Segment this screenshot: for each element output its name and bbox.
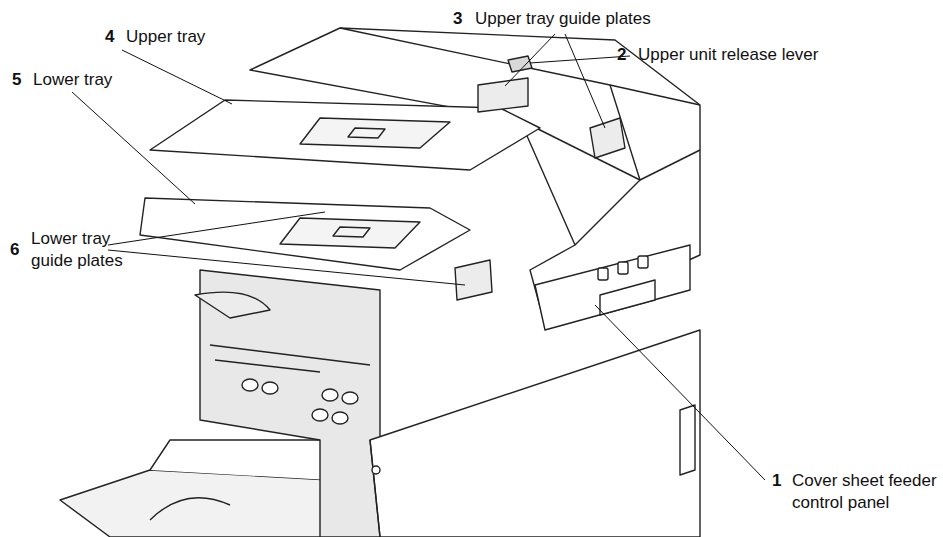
callout-number: 5: [12, 69, 32, 91]
cabinet-edge: [370, 440, 380, 537]
panel-display: [600, 280, 655, 315]
upper-tray-insert: [300, 118, 450, 148]
callout-number: 6: [10, 239, 30, 261]
rollers: [242, 379, 358, 424]
part-name: Upper tray guide plates: [475, 8, 735, 30]
leader-lines: [72, 34, 765, 480]
feed-path: [210, 345, 370, 372]
upper-guide-right: [590, 118, 625, 158]
lower-tray-insert: [280, 218, 420, 248]
control-panel: [535, 245, 690, 330]
output-tray: [60, 470, 330, 537]
release-lever: [508, 56, 532, 72]
part-name: Upper unit release lever: [638, 44, 898, 66]
lower-guide-left: [195, 292, 270, 318]
cabinet-knob: [372, 466, 380, 474]
lower-tray-tab: [333, 227, 370, 237]
part-name: Cover sheet feeder control panel: [792, 470, 942, 514]
upper-guide-left: [478, 78, 528, 112]
hood-facet: [610, 85, 700, 180]
output-tray-grip: [150, 498, 230, 520]
cabinet-handle: [680, 405, 695, 475]
callout-number: 4: [105, 26, 125, 48]
lower-guide-right: [455, 260, 492, 300]
lower-tray: [140, 198, 470, 270]
panel-buttons: [598, 256, 648, 280]
callout-number: 3: [453, 8, 473, 30]
output-tray-back: [150, 440, 340, 480]
part-name: Lower tray guide plates: [31, 228, 131, 272]
cabinet-front: [370, 330, 700, 537]
callout-number: 2: [617, 44, 637, 66]
upper-tray-tab: [348, 128, 385, 138]
part-name: Lower tray: [33, 69, 173, 91]
part-name: Upper tray: [126, 26, 266, 48]
callout-number: 1: [772, 470, 792, 492]
